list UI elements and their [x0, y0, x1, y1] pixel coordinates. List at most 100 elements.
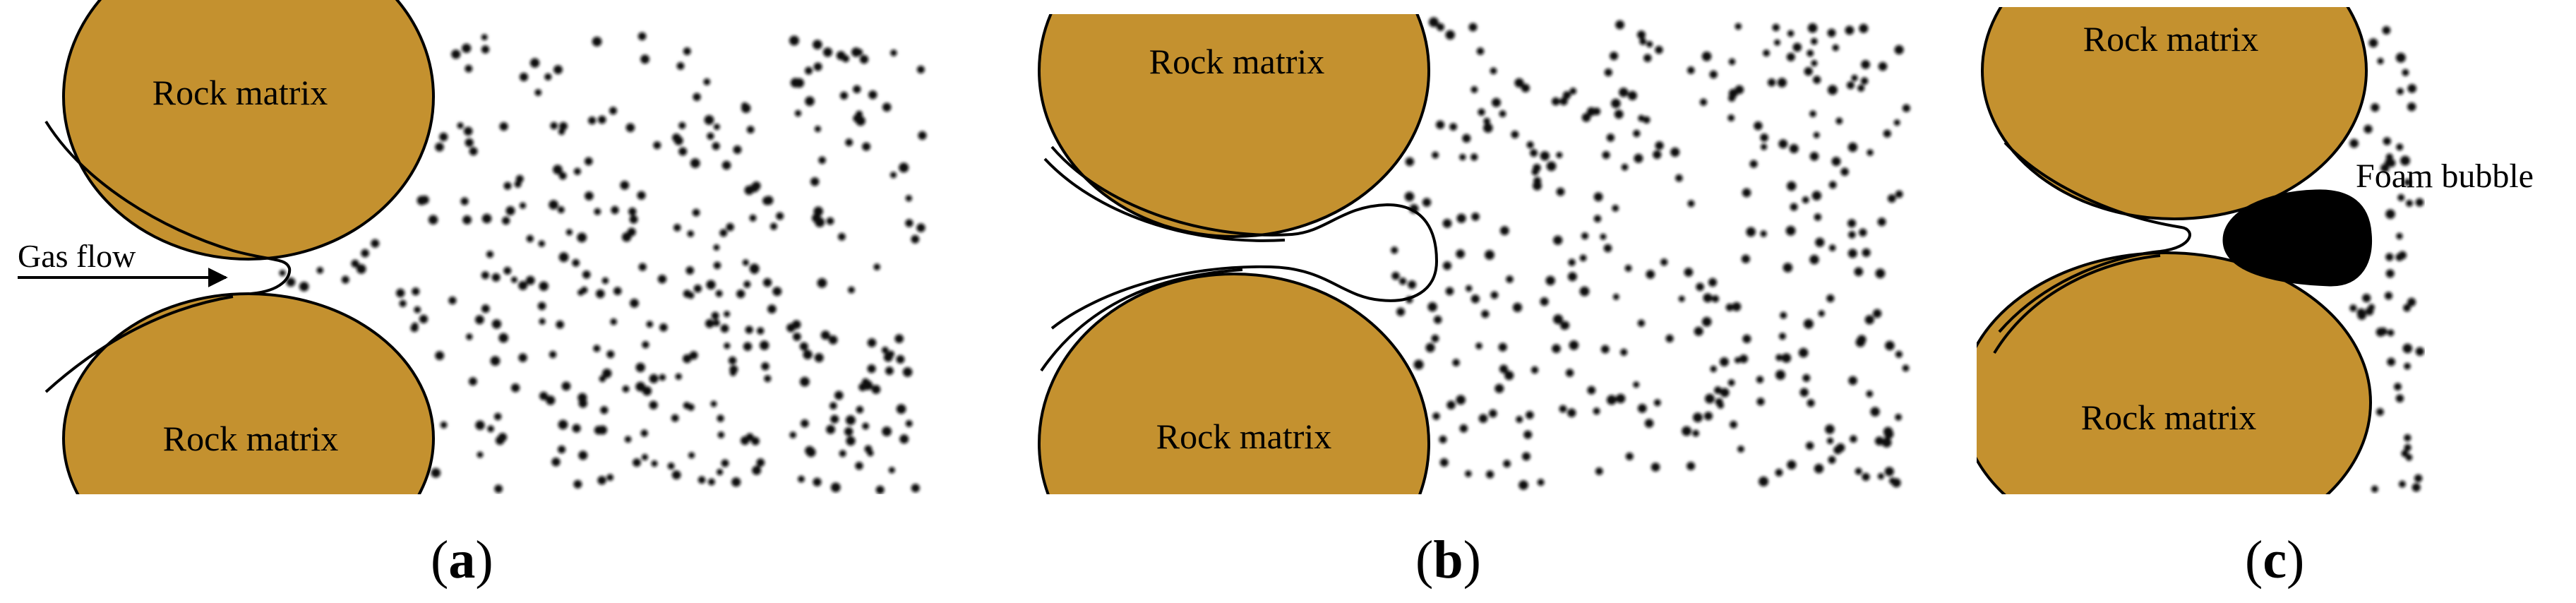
particle: [2407, 102, 2416, 112]
particle: [642, 386, 652, 396]
particle: [2387, 329, 2395, 337]
particle: [1470, 294, 1480, 304]
particle: [1760, 133, 1768, 142]
particle: [1569, 88, 1577, 95]
particle: [1600, 345, 1610, 354]
particle: [606, 474, 614, 482]
particle: [573, 167, 582, 175]
particle: [667, 462, 675, 470]
particle: [399, 299, 407, 307]
particle: [853, 114, 861, 123]
particle: [853, 85, 861, 94]
particle: [600, 406, 609, 414]
particle: [1727, 114, 1735, 121]
particle: [1579, 254, 1587, 262]
particle: [529, 58, 540, 68]
particle: [577, 289, 585, 296]
particle: [1552, 97, 1560, 106]
particle: [1862, 472, 1870, 482]
particle: [882, 102, 892, 112]
particle: [462, 43, 472, 53]
particle: [1826, 437, 1834, 444]
rock-label-bottom-c: Rock matrix: [2081, 398, 2257, 437]
particle: [594, 426, 604, 435]
particle: [1445, 30, 1455, 40]
particle: [1687, 200, 1695, 208]
particle: [1864, 315, 1874, 325]
particle: [856, 405, 864, 414]
particle: [826, 217, 834, 225]
particle: [1877, 472, 1884, 480]
particle: [1604, 68, 1612, 77]
particle: [1848, 231, 1856, 239]
particle: [1760, 230, 1767, 237]
particle: [1462, 133, 1471, 143]
particle: [1746, 227, 1756, 237]
particle: [1693, 412, 1703, 423]
particle: [1701, 316, 1712, 327]
particle: [1489, 409, 1497, 418]
particle: [1699, 98, 1708, 106]
particle: [558, 172, 567, 180]
particle: [538, 240, 545, 247]
particle: [493, 412, 502, 421]
particle: [728, 356, 737, 365]
particle: [1442, 261, 1452, 270]
particle: [1786, 52, 1795, 61]
particle: [640, 54, 649, 64]
particle: [2376, 408, 2384, 416]
particle: [1396, 307, 1406, 316]
particle: [1836, 443, 1845, 453]
particle: [435, 143, 444, 152]
particle: [341, 275, 349, 284]
particle: [1813, 76, 1821, 84]
particle: [1749, 160, 1758, 168]
particle: [1885, 340, 1895, 351]
particle: [848, 286, 855, 294]
particle: [899, 434, 909, 444]
particle: [1785, 225, 1796, 236]
particle: [412, 322, 419, 329]
particle: [675, 373, 682, 380]
particle: [1872, 309, 1882, 318]
particle: [1719, 357, 1729, 366]
particle: [707, 478, 715, 486]
particle: [1754, 121, 1763, 131]
particle: [1845, 25, 1855, 35]
particle: [518, 280, 528, 290]
particle: [633, 458, 641, 467]
particle: [622, 385, 630, 393]
particle: [460, 197, 469, 205]
particle: [711, 311, 719, 320]
particle: [1612, 205, 1619, 212]
particle: [743, 280, 751, 288]
particle: [1710, 365, 1717, 373]
particle: [1684, 268, 1694, 277]
particle: [1902, 364, 1910, 372]
particle: [2349, 138, 2359, 148]
particle: [1431, 334, 1439, 342]
particle: [1775, 370, 1785, 380]
particle: [1483, 117, 1490, 125]
particle: [637, 191, 646, 200]
particle: [671, 470, 681, 479]
particle: [1767, 78, 1776, 87]
particle: [1866, 390, 1874, 398]
particle: [800, 376, 810, 387]
particle: [2402, 68, 2409, 76]
particle: [1728, 58, 1736, 66]
rock-grain-top-b: [1038, 14, 1430, 238]
particle: [1874, 436, 1884, 446]
particle: [2357, 311, 2366, 321]
particle: [1606, 133, 1615, 142]
particle: [815, 217, 825, 227]
particle: [1763, 49, 1771, 57]
particle: [867, 450, 874, 457]
particle: [817, 277, 827, 288]
particle: [826, 424, 836, 434]
particle: [1728, 88, 1738, 98]
particle: [1895, 350, 1903, 358]
particle: [1485, 250, 1494, 260]
particle: [1490, 291, 1499, 299]
panel-label-a-close: ): [475, 530, 493, 590]
